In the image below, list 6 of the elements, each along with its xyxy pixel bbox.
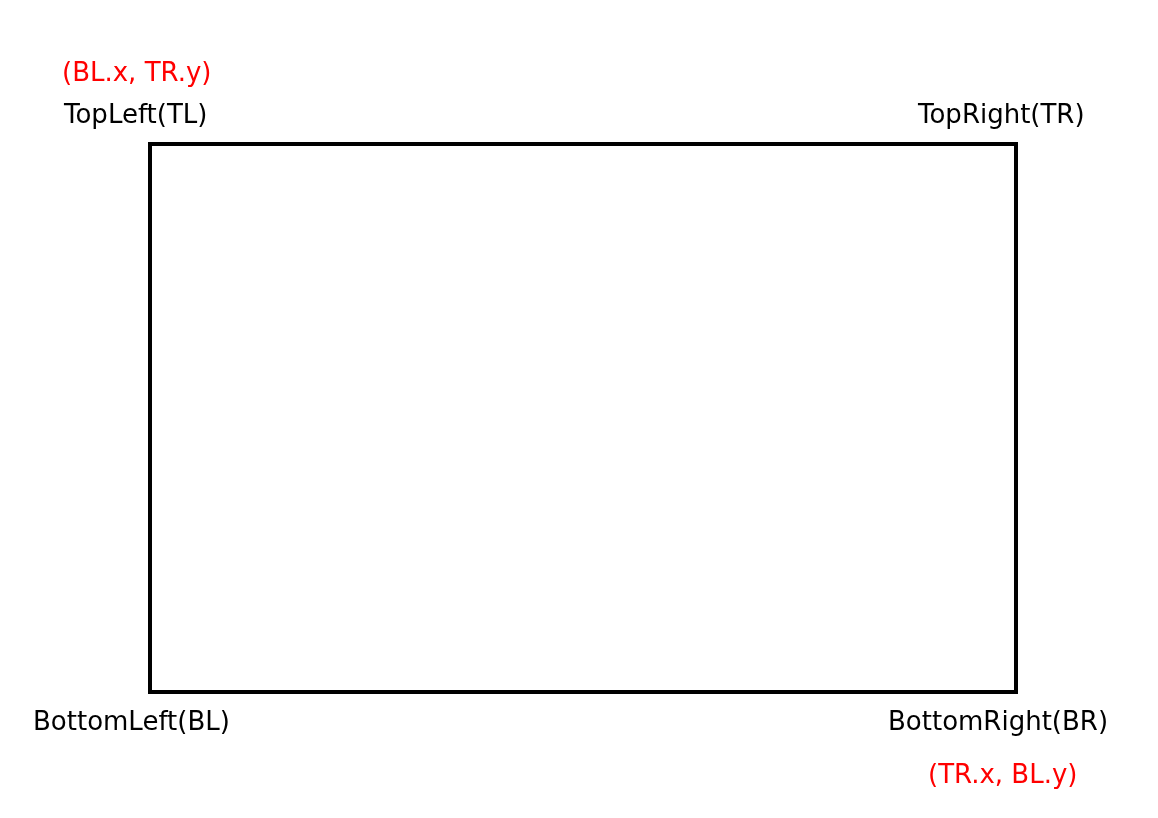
coordinate-label: (TR.x, BL.y) bbox=[928, 758, 1078, 791]
corner-label: TopLeft(TL) bbox=[64, 98, 208, 131]
corner-label: BottomRight(BR) bbox=[888, 705, 1109, 738]
corner-label: BottomLeft(BL) bbox=[33, 705, 230, 738]
coordinate-label: (BL.x, TR.y) bbox=[62, 56, 212, 89]
corner-label: TopRight(TR) bbox=[918, 98, 1085, 131]
